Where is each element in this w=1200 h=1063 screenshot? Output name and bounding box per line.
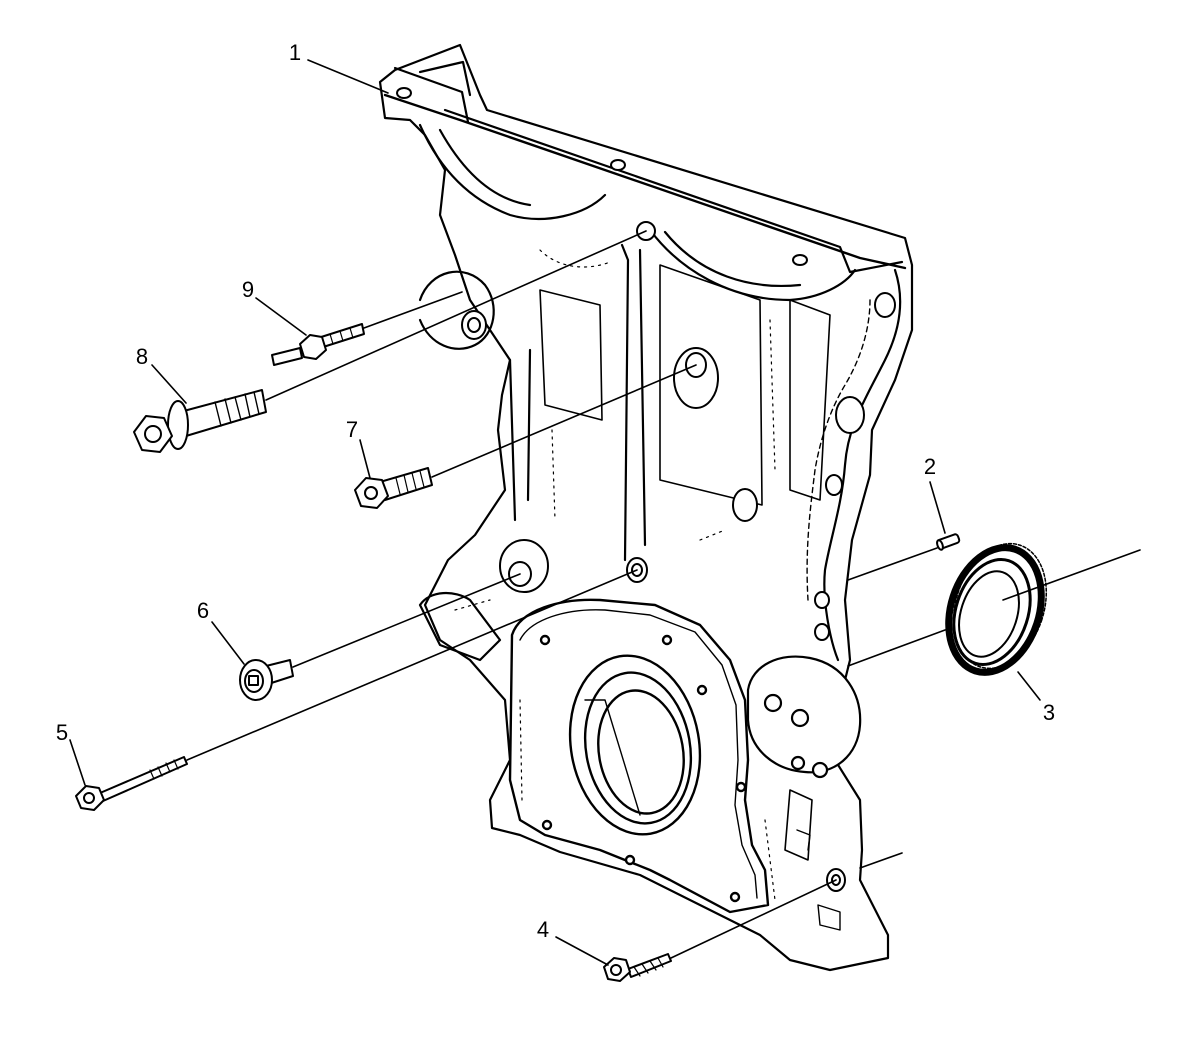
bolt-8 <box>133 389 267 453</box>
callout-2: 2 <box>923 454 937 479</box>
callout-5: 5 <box>55 720 69 745</box>
surface-texture <box>454 249 776 901</box>
bolt-5 <box>75 756 188 811</box>
bolt-4 <box>603 953 672 982</box>
callout-4: 4 <box>536 917 550 942</box>
callout-3: 3 <box>1042 700 1056 725</box>
leader-lines <box>69 59 1041 966</box>
callout-1: 1 <box>288 40 302 65</box>
dowel-pin <box>936 533 961 551</box>
oil-seal <box>945 542 1048 676</box>
bolt-6 <box>239 659 294 701</box>
callout-6: 6 <box>196 598 210 623</box>
callout-8: 8 <box>135 344 149 369</box>
bolt-7 <box>354 467 433 509</box>
assembly-lines <box>186 230 1141 959</box>
cover-bosses <box>396 87 896 892</box>
rear-seal-housing <box>508 598 770 914</box>
callout-7: 7 <box>345 417 359 442</box>
pump-boss <box>746 655 862 931</box>
stud-9 <box>271 323 365 366</box>
callout-9: 9 <box>241 277 255 302</box>
